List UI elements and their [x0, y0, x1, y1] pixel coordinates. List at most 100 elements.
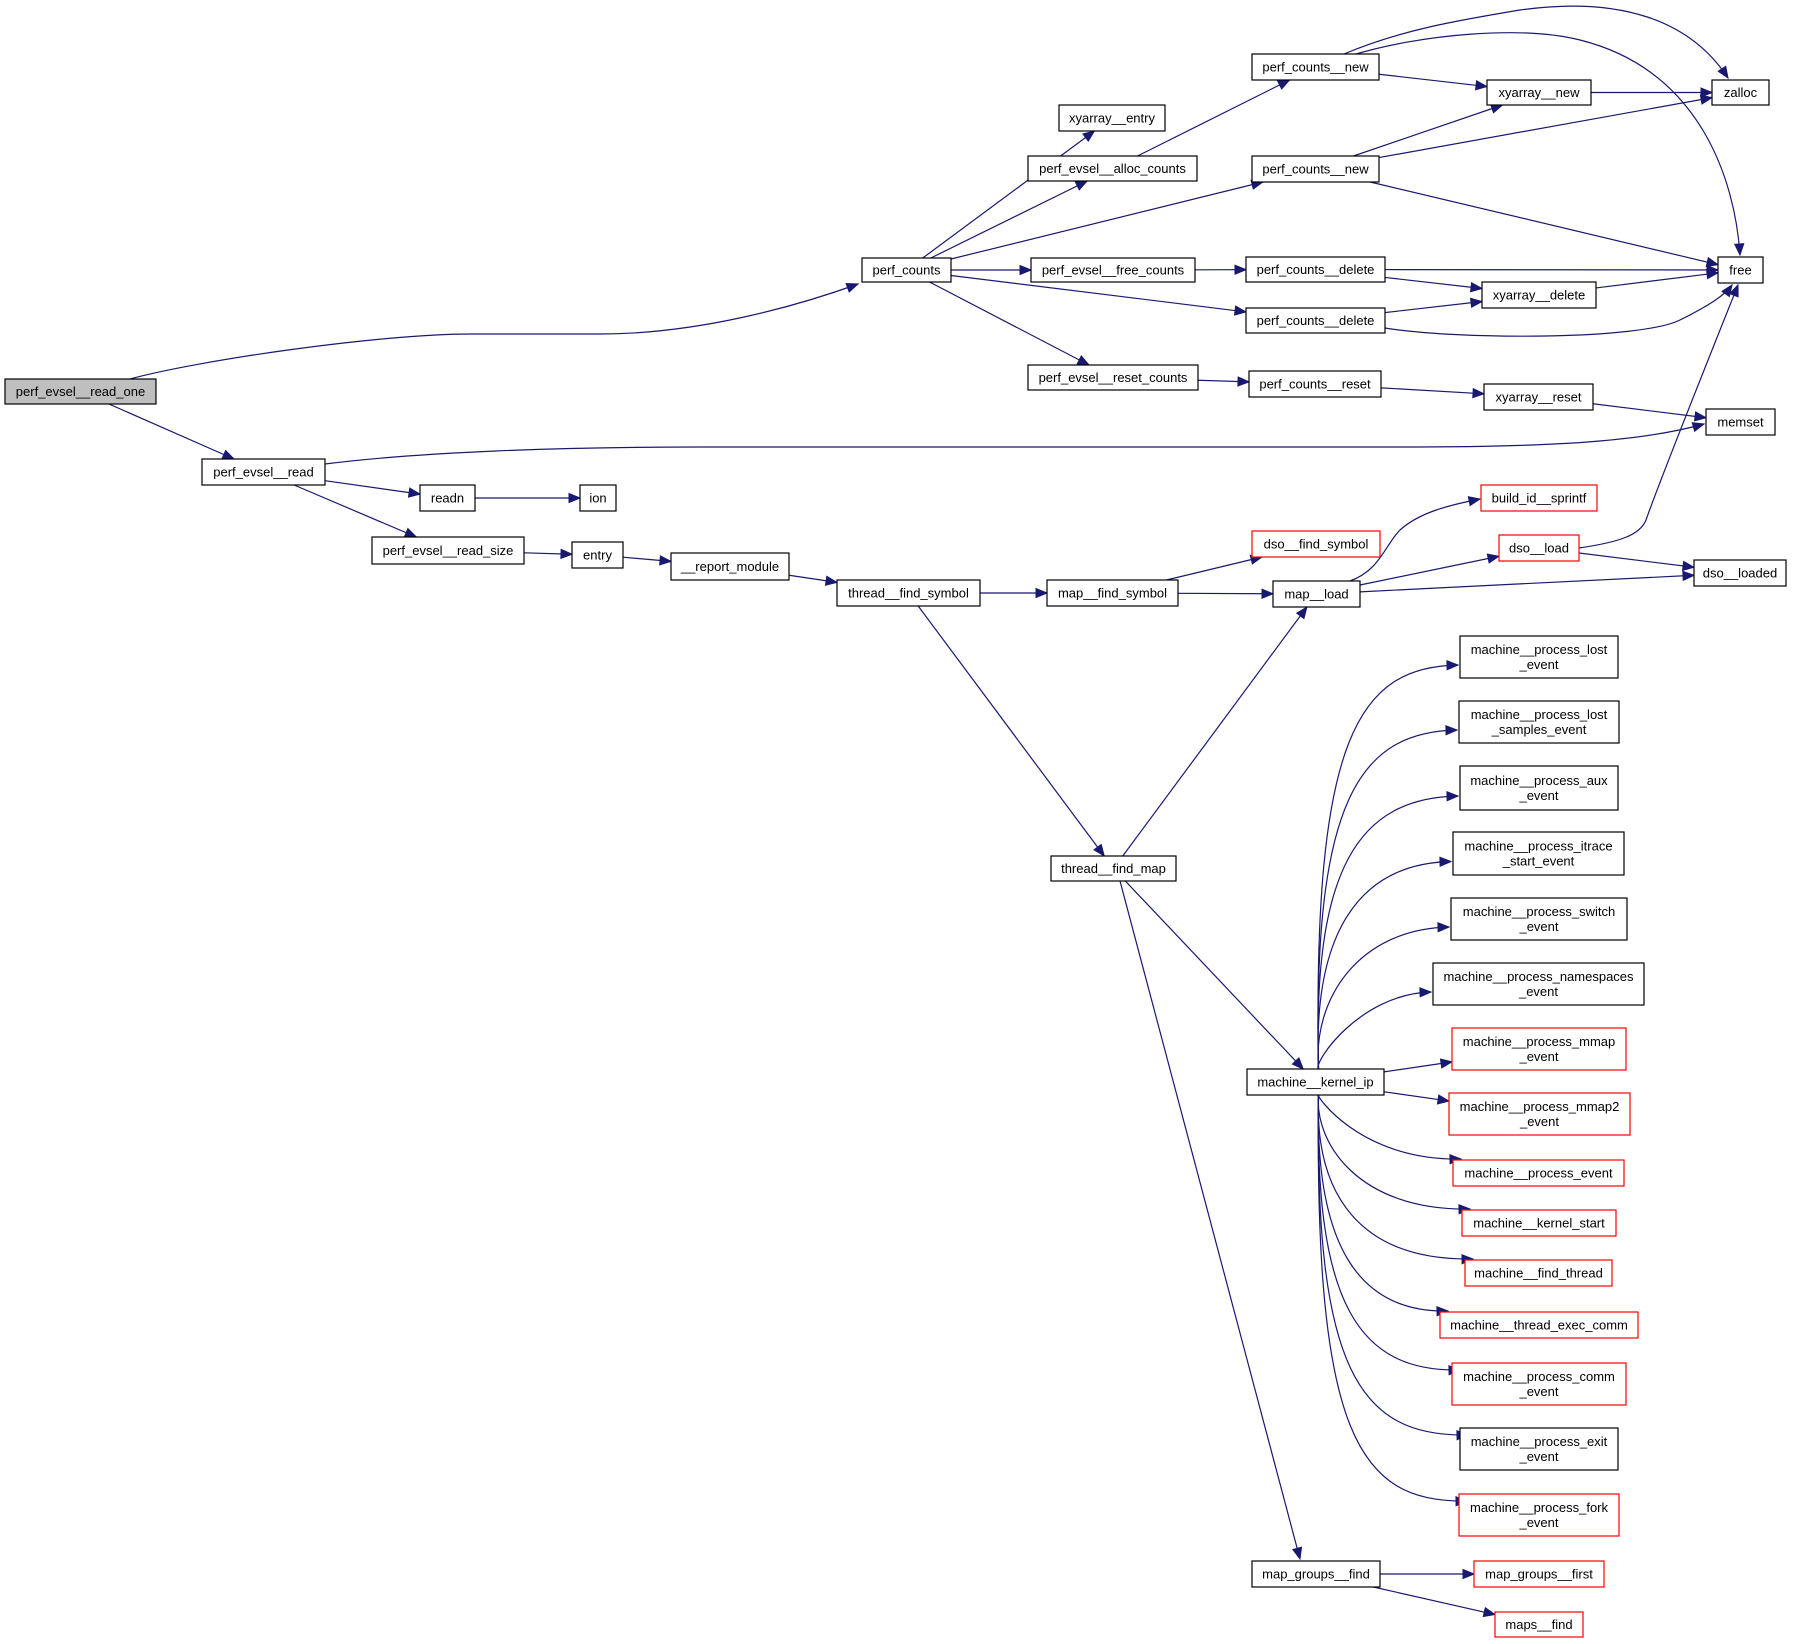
node-m-mmap2[interactable]: machine__process_mmap2_event — [1448, 1092, 1631, 1136]
node-entry[interactable]: entry — [571, 541, 624, 569]
node-counts-reset[interactable]: perf_counts__reset — [1248, 370, 1382, 398]
node-box — [1251, 530, 1381, 558]
edge-thread-find-map-to-map-groups-find — [1119, 880, 1303, 1561]
edge-kernel-ip-to-m-lost-samples — [1317, 724, 1459, 1070]
edge-line — [1595, 272, 1719, 289]
edge-line — [1355, 32, 1741, 256]
node-perf-counts[interactable]: perf_counts — [861, 257, 952, 283]
arrowhead-icon — [845, 282, 860, 293]
arrowhead-icon — [1469, 281, 1484, 293]
node-read-one[interactable]: perf_evsel__read_one — [4, 378, 157, 405]
edge-counts-new-2-to-free — [1370, 181, 1720, 268]
node-box — [1027, 155, 1198, 182]
node-thread-find-map[interactable]: thread__find_map — [1050, 855, 1177, 882]
node-box — [1473, 1560, 1605, 1588]
node-m-itrace[interactable]: machine__process_itrace_start_event — [1452, 831, 1625, 876]
node-maps-find[interactable]: maps__find — [1494, 1611, 1584, 1638]
node-m-lost[interactable]: machine__process_lost_event — [1459, 635, 1619, 679]
node-label: entry — [583, 548, 612, 563]
node-m-aux[interactable]: machine__process_aux_event — [1459, 765, 1619, 811]
node-box — [1452, 831, 1625, 876]
edge-line — [1317, 1094, 1462, 1160]
node-m-lost-samples[interactable]: machine__process_lost_samples_event — [1458, 700, 1620, 744]
edge-line — [1373, 1586, 1496, 1616]
node-m-event[interactable]: machine__process_event — [1452, 1159, 1625, 1187]
node-box — [1050, 855, 1177, 882]
node-label: _event — [1518, 919, 1558, 934]
arrowhead-icon — [1699, 94, 1714, 105]
node-ion[interactable]: ion — [579, 484, 617, 512]
node-m-namespaces[interactable]: machine__process_namespaces_event — [1432, 962, 1645, 1006]
node-counts-delete-1[interactable]: perf_counts__delete — [1245, 256, 1386, 283]
node-dso-loaded[interactable]: dso__loaded — [1693, 559, 1787, 587]
edge-line — [1124, 880, 1304, 1070]
node-m-find-thread[interactable]: machine__find_thread — [1464, 1259, 1613, 1287]
node-m-exit[interactable]: machine__process_exit_event — [1459, 1427, 1619, 1471]
node-memset[interactable]: memset — [1705, 408, 1776, 436]
node-m-mmap[interactable]: machine__process_mmap_event — [1451, 1027, 1627, 1071]
node-build-id-sprintf[interactable]: build_id__sprintf — [1480, 484, 1598, 512]
node-label: machine__process_comm — [1463, 1369, 1615, 1384]
arrowhead-icon — [1291, 1546, 1303, 1561]
node-box — [1459, 635, 1619, 679]
edge-free-counts-to-counts-delete-1 — [1194, 264, 1248, 275]
node-label: machine__kernel_start — [1473, 1216, 1605, 1231]
node-box — [1030, 257, 1196, 283]
node-xyarray-new[interactable]: xyarray__new — [1486, 79, 1592, 106]
node-xyarray-reset[interactable]: xyarray__reset — [1483, 383, 1594, 411]
node-report-module[interactable]: __report_module — [670, 552, 790, 581]
node-label: machine__kernel_ip — [1257, 1075, 1373, 1090]
node-counts-new-1[interactable]: perf_counts__new — [1251, 53, 1380, 81]
node-readn[interactable]: readn — [419, 484, 476, 512]
node-label: machine__process_mmap — [1463, 1034, 1615, 1049]
node-evsel-read[interactable]: perf_evsel__read — [201, 458, 326, 486]
node-map-load[interactable]: map__load — [1272, 580, 1361, 608]
node-zalloc[interactable]: zalloc — [1711, 79, 1770, 106]
node-dso-find-symbol[interactable]: dso__find_symbol — [1251, 530, 1381, 558]
node-xyarray-entry[interactable]: xyarray__entry — [1058, 104, 1166, 132]
node-reset-counts[interactable]: perf_evsel__reset_counts — [1027, 364, 1199, 391]
edge-kernel-ip-to-m-switch — [1317, 922, 1451, 1070]
edge-line — [1317, 991, 1432, 1070]
node-label: perf_evsel__alloc_counts — [1039, 161, 1186, 176]
node-label: perf_evsel__read — [213, 465, 313, 480]
node-read-size[interactable]: perf_evsel__read_size — [371, 536, 525, 565]
node-label: machine__process_namespaces — [1443, 969, 1634, 984]
node-kernel-ip[interactable]: machine__kernel_ip — [1246, 1068, 1385, 1096]
node-label: perf_counts__delete — [1257, 262, 1375, 277]
arrowhead-icon — [1467, 496, 1482, 507]
node-m-exec-comm[interactable]: machine__thread_exec_comm — [1439, 1311, 1639, 1339]
node-free[interactable]: free — [1717, 256, 1764, 284]
node-box — [1451, 1362, 1627, 1406]
edge-perf-counts-to-free-counts — [951, 264, 1033, 276]
node-m-switch[interactable]: machine__process_switch_event — [1450, 897, 1628, 941]
node-thread-find-symbol[interactable]: thread__find_symbol — [836, 579, 981, 607]
arrowhead-icon — [1734, 243, 1745, 257]
node-map-groups-first[interactable]: map_groups__first — [1473, 1560, 1605, 1588]
node-dso-load[interactable]: dso__load — [1498, 534, 1580, 562]
node-map-groups-find[interactable]: map_groups__find — [1251, 1560, 1381, 1588]
edge-line — [1384, 276, 1483, 290]
arrowhead-icon — [1469, 297, 1484, 309]
node-alloc-counts[interactable]: perf_evsel__alloc_counts — [1027, 155, 1198, 182]
node-box — [1459, 765, 1619, 811]
node-label: xyarray__new — [1499, 85, 1581, 100]
node-m-comm[interactable]: machine__process_comm_event — [1451, 1362, 1627, 1406]
node-box — [1251, 155, 1380, 183]
node-m-kernel-start[interactable]: machine__kernel_start — [1461, 1209, 1617, 1237]
node-m-fork[interactable]: machine__process_fork_event — [1458, 1493, 1620, 1537]
node-counts-new-2[interactable]: perf_counts__new — [1251, 155, 1380, 183]
edge-thread-find-map-to-map-load — [1122, 605, 1308, 857]
edge-line — [1592, 403, 1707, 419]
edge-line — [1166, 556, 1263, 581]
edge-kernel-ip-to-m-mmap — [1383, 1058, 1454, 1073]
node-counts-delete-2[interactable]: perf_counts__delete — [1245, 307, 1386, 334]
node-map-find-symbol[interactable]: map__find_symbol — [1046, 579, 1179, 607]
node-box — [1245, 256, 1386, 283]
node-xyarray-delete[interactable]: xyarray__delete — [1481, 281, 1597, 309]
edge-counts-new-2-to-zalloc — [1378, 94, 1714, 159]
node-free-counts[interactable]: perf_evsel__free_counts — [1030, 257, 1196, 283]
edge-line — [1317, 926, 1450, 1070]
node-box — [419, 484, 476, 512]
arrowhead-icon — [407, 487, 422, 498]
